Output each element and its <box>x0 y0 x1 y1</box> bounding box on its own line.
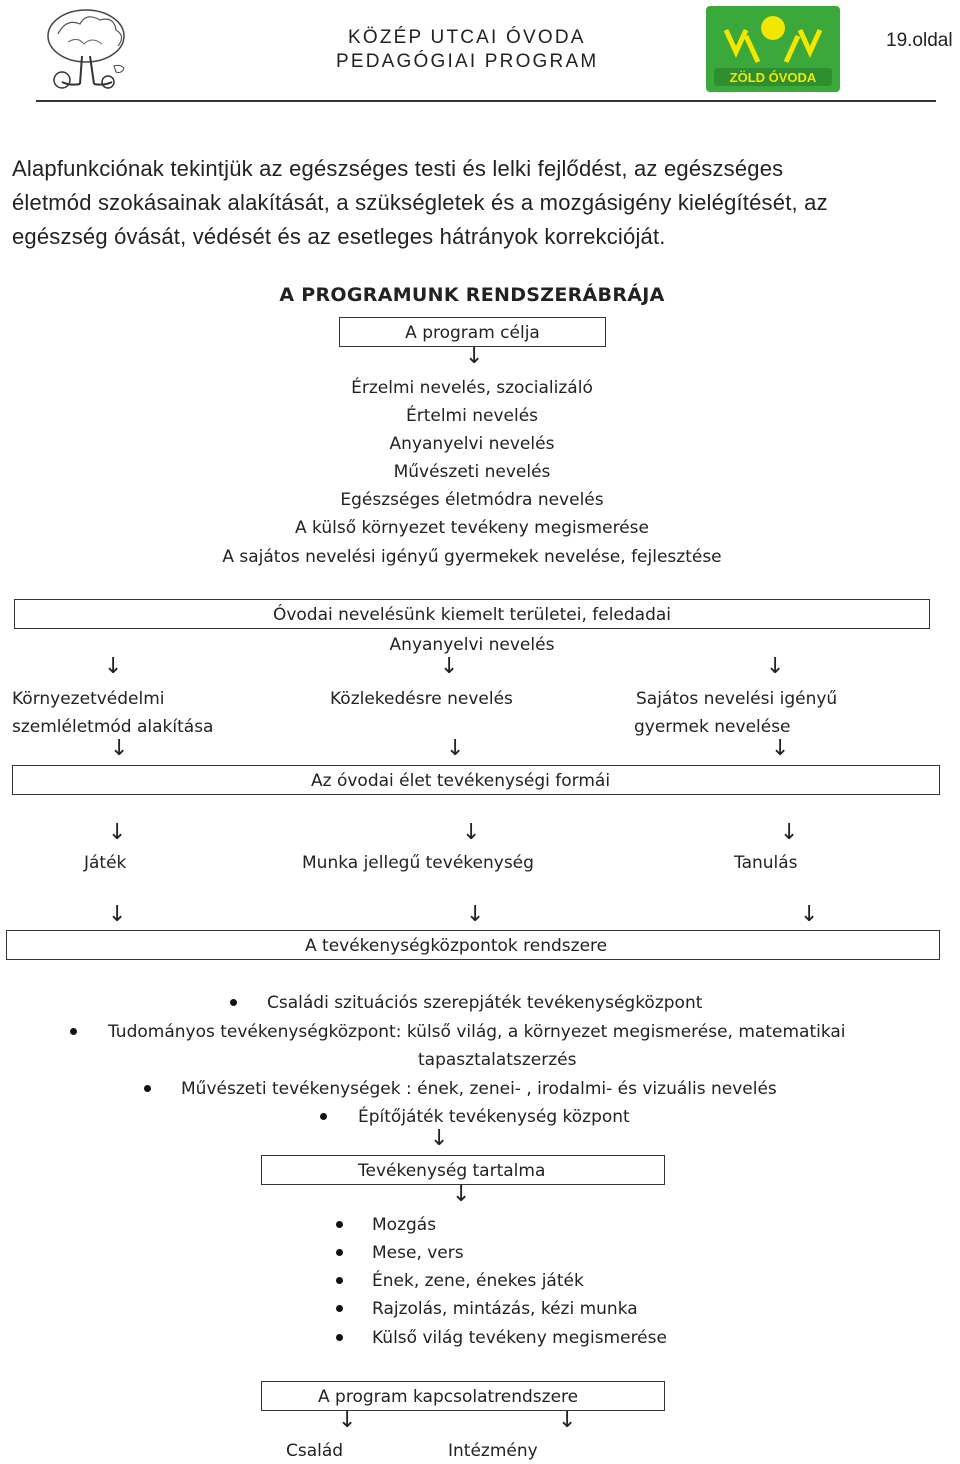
goal-box-label: A program célja <box>405 323 540 343</box>
content-item-5: Külső világ tevékeny megismerése <box>372 1328 667 1348</box>
centers-box <box>6 930 940 960</box>
header-title-line2: PEDAGÓGIAI PROGRAM <box>336 51 599 72</box>
goal-box <box>339 317 606 347</box>
page-number: 19.oldal <box>886 30 953 51</box>
centers-box-label: A tevékenységközpontok rendszere <box>305 936 608 956</box>
arrow-down-icon: ↓ <box>771 736 790 761</box>
bullet-icon <box>336 1277 343 1284</box>
center-item-1: Családi szituációs szerepjáték tevékenys… <box>267 993 703 1013</box>
content-item-3: Ének, zene, énekes játék <box>372 1271 584 1291</box>
content-item-4: Rajzolás, mintázás, kézi munka <box>372 1299 638 1319</box>
education-area-5: Egészséges életmódra nevelés <box>340 490 604 510</box>
arrow-down-icon: ↓ <box>558 1408 577 1433</box>
arrow-down-icon: ↓ <box>440 654 459 679</box>
forms-box-label: Az óvodai élet tevékenységi formái <box>311 771 611 791</box>
forms-box <box>12 765 940 795</box>
intro-line-1: Alapfunkciónak tekintjük az egészséges t… <box>12 156 784 181</box>
bullet-icon <box>230 999 237 1006</box>
tree-logo-icon <box>47 9 125 89</box>
priority-box-label: Óvodai nevelésünk kiemelt területei, fel… <box>272 605 672 625</box>
intro-line-3: egészség óvását, védését és az esetleges… <box>12 224 666 249</box>
arrow-down-icon: ↓ <box>466 902 485 927</box>
education-area-3: Anyanyelvi nevelés <box>389 434 555 454</box>
header-rule <box>36 100 936 102</box>
arrow-down-icon: ↓ <box>104 654 123 679</box>
center-item-4: Építőjáték tevékenység központ <box>358 1107 630 1127</box>
priority-right-line1: Sajátos nevelési igényű <box>636 689 838 709</box>
arrow-down-icon: ↓ <box>110 736 129 761</box>
form-munka: Munka jellegű tevékenység <box>302 853 534 873</box>
education-area-2: Értelmi nevelés <box>405 406 539 426</box>
relation-csalad: Család <box>286 1441 344 1461</box>
zold-ovoda-logo-icon: ZÖLD ÓVODA <box>706 6 840 92</box>
bullet-icon <box>336 1249 343 1256</box>
relations-box <box>261 1381 665 1411</box>
education-area-6: A külső környezet tevékeny megismerése <box>295 518 649 538</box>
arrow-down-icon: ↓ <box>462 820 481 845</box>
bullet-icon <box>336 1221 343 1228</box>
form-jatek: Játék <box>84 853 127 873</box>
priority-left-line1: Környezetvédelmi <box>12 689 165 709</box>
relation-intezmeny: Intézmény <box>448 1441 538 1461</box>
zold-ovoda-logo: ZÖLD ÓVODA <box>706 6 840 92</box>
bullet-icon <box>320 1113 327 1120</box>
header-title-line1: KÖZÉP UTCAI ÓVODA <box>348 27 586 48</box>
intro-paragraph: Alapfunkciónak tekintjük az egészséges t… <box>12 152 942 254</box>
arrow-down-icon: ↓ <box>108 902 127 927</box>
center-item-3: Művészeti tevékenységek : ének, zenei- ,… <box>181 1079 777 1099</box>
education-area-7: A sajátos nevelési igényű gyermekek neve… <box>222 547 722 567</box>
arrow-down-icon: ↓ <box>430 1126 449 1151</box>
logo-text: ZÖLD ÓVODA <box>730 70 817 85</box>
center-item-2-line1: Tudományos tevékenységközpont: külső vil… <box>108 1022 846 1042</box>
priority-box <box>14 599 930 629</box>
arrow-down-icon: ↓ <box>800 902 819 927</box>
content-item-1: Mozgás <box>372 1215 437 1235</box>
bullet-icon <box>336 1334 343 1341</box>
arrow-down-icon: ↓ <box>452 1182 471 1207</box>
priority-middle: Közlekedésre nevelés <box>330 689 513 709</box>
intro-line-2: életmód szokásainak alakítását, a szüksé… <box>12 190 828 215</box>
arrow-down-icon: ↓ <box>108 820 127 845</box>
content-box <box>261 1155 665 1185</box>
diagram-title: A PROGRAMUNK RENDSZERÁBRÁJA <box>279 284 665 306</box>
arrow-down-icon: ↓ <box>465 344 484 369</box>
center-item-2-line2: tapasztalatszerzés <box>418 1050 577 1070</box>
education-area-4: Művészeti nevelés <box>393 462 551 482</box>
priority-left-line2: szemléletmód alakítása <box>12 717 214 737</box>
priority-right-line2: gyermek nevelése <box>634 717 791 737</box>
bullet-icon <box>70 1028 77 1035</box>
bullet-icon <box>336 1305 343 1312</box>
content-box-label: Tevékenység tartalma <box>358 1161 546 1181</box>
content-item-2: Mese, vers <box>372 1243 464 1263</box>
arrow-down-icon: ↓ <box>338 1408 357 1433</box>
arrow-down-icon: ↓ <box>780 820 799 845</box>
education-area-1: Érzelmi nevelés, szocializáló <box>351 378 593 398</box>
arrow-down-icon: ↓ <box>446 736 465 761</box>
form-tanulas: Tanulás <box>734 853 798 873</box>
school-logo <box>38 6 138 96</box>
arrow-down-icon: ↓ <box>766 654 785 679</box>
priority-sub-label: Anyanyelvi nevelés <box>389 635 555 655</box>
relations-box-label: A program kapcsolatrendszere <box>318 1387 579 1407</box>
bullet-icon <box>144 1085 151 1092</box>
